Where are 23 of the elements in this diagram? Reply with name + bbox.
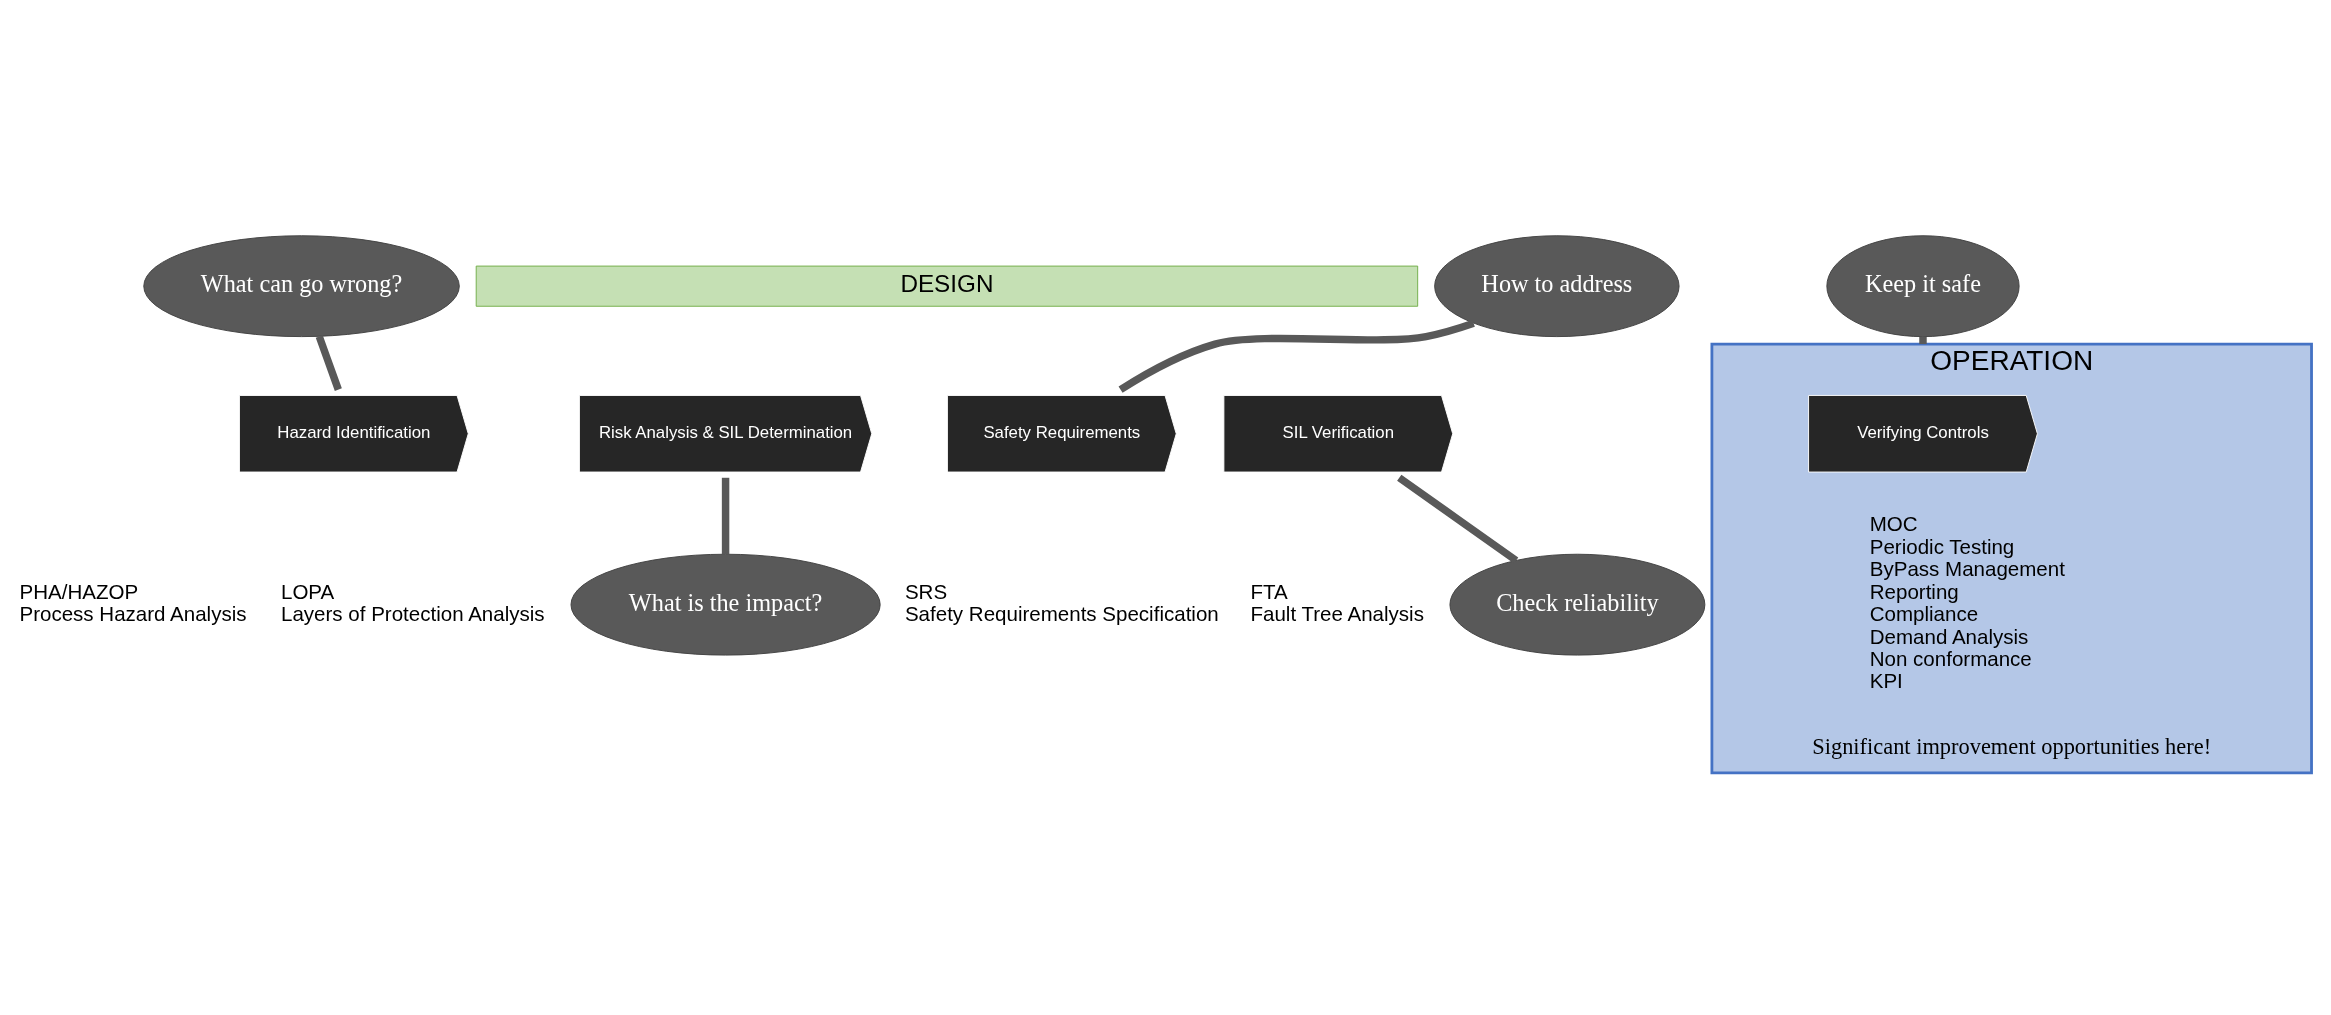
node-label: Fault Tree Analysis <box>1250 601 1424 625</box>
node-label: Demand Analysis <box>1869 624 2029 648</box>
node-label: FTA <box>1250 579 1288 603</box>
node-box: DESIGN <box>475 265 1419 307</box>
node-ellipse: Check reliability <box>1449 553 1706 656</box>
node-label: Layers of Protection Analysis <box>280 601 545 625</box>
node-ellipse: What is the impact? <box>570 553 881 656</box>
node-ellipse: Keep it safe <box>1826 234 2020 337</box>
node-label: Process Hazard Analysis <box>19 601 247 625</box>
connector <box>1919 336 1927 344</box>
node-label: Safety Requirements Specification <box>904 601 1219 625</box>
connector <box>1397 474 1519 563</box>
node-label: MOC <box>1869 511 1918 535</box>
node-label: Periodic Testing <box>1869 534 2015 558</box>
connector <box>1118 319 1475 393</box>
connector <box>315 334 342 391</box>
node-ellipse: How to address <box>1434 234 1680 337</box>
node-label: PHA/HAZOP <box>19 579 139 603</box>
node-label: KPI <box>1869 668 1903 692</box>
node-label: SRS <box>904 579 948 603</box>
node-ellipse: What can go wrong? <box>143 234 460 337</box>
node-label: LOPA <box>280 579 335 603</box>
node-label: Reporting <box>1869 579 1959 603</box>
